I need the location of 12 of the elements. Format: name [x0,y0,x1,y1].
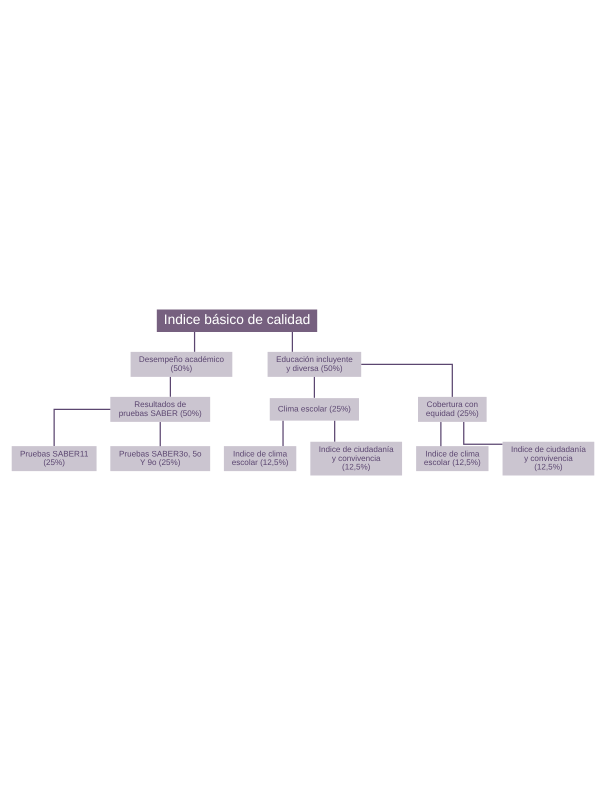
connector [463,422,502,445]
connector [314,376,316,398]
connector [194,332,196,352]
connector [292,332,294,352]
connector [282,420,284,446]
node-box: Indice básico de calidad [156,310,318,332]
connector [440,422,442,446]
connector [170,376,171,397]
connector [361,364,453,397]
connector [160,422,161,446]
connector [54,408,110,446]
connector [334,420,336,442]
